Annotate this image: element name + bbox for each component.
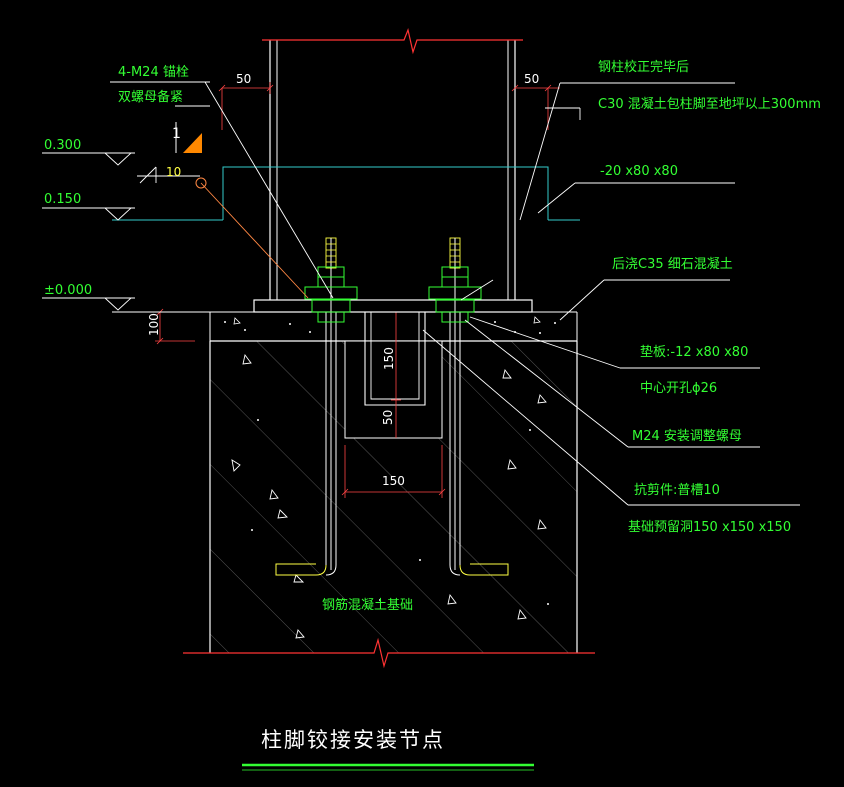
- level-0150: 0.150: [44, 192, 81, 207]
- level-0300: 0.300: [44, 138, 81, 153]
- label-double-nut: 双螺母备紧: [118, 89, 183, 105]
- dim-100: 100: [147, 313, 161, 336]
- label-pocket: 基础预留洞150 x150 x150: [628, 520, 791, 535]
- leader-lines: [110, 81, 800, 506]
- dim-10: 10: [166, 165, 181, 179]
- dimension-lines: [155, 82, 560, 498]
- dim-150-horizontal: 150: [382, 474, 405, 488]
- dim-50-left: 50: [236, 72, 251, 86]
- anchor-bolt-right: [428, 237, 509, 576]
- label-adjust-nut: M24 安装调整螺母: [632, 429, 742, 444]
- steel-column: [262, 27, 523, 300]
- label-plate-20: -20 x80 x80: [600, 164, 678, 179]
- label-anchor-bolt: 4-M24 锚栓: [118, 65, 189, 80]
- level-markers: [42, 152, 254, 313]
- dim-150-vertical: 150: [382, 347, 396, 370]
- weld-symbol: [137, 122, 207, 189]
- weld-number: 1: [172, 126, 181, 142]
- dim-50-right: 50: [524, 72, 539, 86]
- label-c30-note: C30 混凝土包柱脚至地坪以上300mm: [598, 96, 821, 112]
- label-hole: 中心开孔ϕ26: [640, 381, 717, 396]
- label-grout: 后浇C35 细石混凝土: [612, 256, 733, 272]
- label-shim: 垫板:-12 x80 x80: [640, 344, 748, 360]
- dim-50-vertical: 50: [381, 410, 395, 425]
- base-plate: [253, 299, 533, 313]
- anchor-bolt-left: [275, 237, 358, 576]
- label-after-column: 钢柱校正完毕后: [598, 59, 689, 75]
- label-foundation: 钢筋混凝土基础: [322, 597, 413, 613]
- label-shear-key: 抗剪件:普槽10: [634, 482, 720, 498]
- concrete-encasement: [112, 166, 580, 221]
- drawing-title: 柱脚铰接安装节点: [261, 728, 445, 752]
- grout-layer: [209, 311, 578, 341]
- foundation-pocket: [344, 312, 443, 439]
- level-0000: ±0.000: [44, 283, 92, 298]
